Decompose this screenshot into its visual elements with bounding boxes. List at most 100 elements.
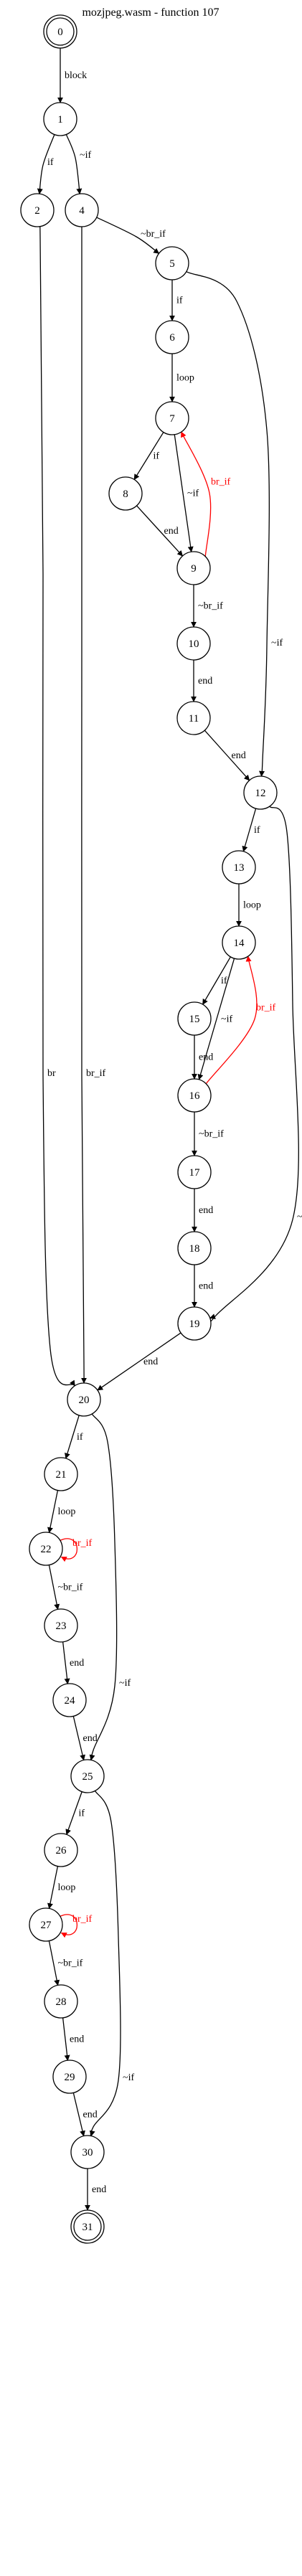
- edge-label-9-10: ~br_if: [198, 601, 223, 612]
- edge-27-28: ~br_if: [48, 1940, 83, 1986]
- node-circle-9: [176, 551, 211, 585]
- edge-27-27: br_if: [60, 1914, 93, 1938]
- edge-label-19-20: end: [143, 1357, 158, 1367]
- node-27: 27: [29, 1907, 63, 1942]
- edge-label-18-19: end: [199, 1281, 213, 1292]
- node-label-4: 4: [79, 205, 85, 217]
- edge-path-9-7: [181, 431, 212, 557]
- edge-25-30: ~if: [89, 1791, 134, 2137]
- node-circle-8: [108, 476, 143, 511]
- edge-label-16-14: br_if: [256, 1003, 276, 1014]
- node-5: 5: [155, 246, 189, 280]
- edge-label-5-6: if: [176, 296, 183, 306]
- node-circle-30: [70, 2135, 105, 2169]
- node-circle-28: [44, 1984, 78, 2019]
- edge-15-16: end: [192, 1034, 213, 1080]
- edge-28-29: end: [62, 2017, 84, 2061]
- edge-30-31: end: [85, 2169, 106, 2211]
- node-label-28: 28: [56, 1996, 67, 2008]
- edge-4-5: ~br_if: [96, 217, 166, 254]
- edge-20-21: if: [65, 1415, 83, 1459]
- node-label-12: 12: [255, 788, 266, 799]
- node-circle-15: [177, 1001, 212, 1036]
- edge-path-22-22: [60, 1538, 77, 1562]
- edge-label-25-30: ~if: [123, 2072, 134, 2083]
- edge-4-20: br_if: [81, 202, 106, 1392]
- node-label-0: 0: [57, 27, 63, 38]
- edge-label-30-31: end: [92, 2184, 106, 2195]
- edge-label-27-28: ~br_if: [58, 1958, 83, 1969]
- node-circle-16: [177, 1078, 212, 1113]
- edge-14-15: if: [202, 956, 231, 1005]
- node-13: 13: [222, 850, 256, 884]
- edge-label-14-16: ~if: [221, 1014, 232, 1025]
- node-label-15: 15: [189, 1014, 200, 1025]
- edge-21-22: loop: [47, 1490, 75, 1534]
- node-circle-19: [177, 1306, 212, 1341]
- edge-label-17-18: end: [199, 1205, 213, 1216]
- edge-path-29-30: [72, 2093, 85, 2137]
- edge-10-11: end: [191, 660, 212, 702]
- node-circle-10: [176, 626, 211, 661]
- edge-label-24-25: end: [83, 1733, 98, 1744]
- node-label-8: 8: [123, 489, 128, 500]
- edge-path-16-14: [205, 956, 258, 1085]
- edge-label-22-22: br_if: [72, 1538, 93, 1549]
- edge-label-5-12: ~if: [271, 638, 283, 648]
- edge-label-28-29: end: [70, 2034, 84, 2045]
- edge-label-25-26: if: [79, 1808, 85, 1819]
- edge-7-9: ~if: [174, 434, 199, 553]
- edge-path-25-30: [89, 1791, 121, 2137]
- edge-label-20-21: if: [77, 1432, 83, 1443]
- edge-label-23-24: end: [70, 1658, 84, 1669]
- node-22: 22: [29, 1532, 63, 1566]
- node-29: 29: [52, 2060, 87, 2094]
- edge-12-19: ~if: [207, 806, 302, 1325]
- edge-7-8: if: [133, 432, 164, 481]
- node-label-24: 24: [65, 1695, 76, 1707]
- node-label-9: 9: [191, 563, 197, 575]
- edge-label-10-11: end: [198, 676, 212, 687]
- node-label-14: 14: [234, 938, 245, 949]
- node-circle-18: [177, 1231, 212, 1265]
- node-label-23: 23: [56, 1620, 67, 1632]
- node-label-5: 5: [169, 258, 175, 270]
- edge-label-12-13: if: [254, 825, 260, 836]
- edge-path-25-26: [65, 1791, 82, 1836]
- node-label-11: 11: [189, 713, 199, 725]
- node-1: 1: [43, 102, 77, 136]
- node-30: 30: [70, 2135, 105, 2169]
- edge-path-1-2: [37, 134, 55, 194]
- edge-path-7-8: [133, 432, 164, 481]
- node-28: 28: [44, 1984, 78, 2019]
- node-circle-17: [177, 1155, 212, 1189]
- node-20: 20: [67, 1382, 101, 1417]
- edges-layer: blockif~ifbr~br_ifbr_ifif~ifloopif~ifend…: [37, 48, 302, 2211]
- edge-path-4-20: [81, 202, 88, 1392]
- node-label-22: 22: [41, 1544, 52, 1555]
- edge-path-2-20: [38, 208, 75, 1387]
- node-0: 0: [43, 14, 77, 49]
- node-15: 15: [177, 1001, 212, 1036]
- edge-26-27: loop: [47, 1866, 75, 1910]
- edge-path-27-28: [48, 1940, 60, 1986]
- edge-path-12-19: [207, 806, 299, 1325]
- edge-25-26: if: [65, 1791, 85, 1836]
- edge-label-6-7: loop: [176, 373, 194, 384]
- node-circle-4: [65, 193, 99, 227]
- node-14: 14: [222, 925, 256, 960]
- edge-path-12-13: [242, 808, 257, 852]
- edge-11-12: end: [204, 730, 250, 781]
- edge-path-28-29: [62, 2017, 70, 2061]
- node-inner-circle-31: [73, 2212, 102, 2241]
- edge-5-6: if: [169, 280, 183, 321]
- edge-path-5-12: [186, 271, 270, 777]
- node-inner-circle-0: [46, 17, 75, 46]
- node-25: 25: [70, 1759, 105, 1793]
- edge-13-14: loop: [236, 883, 261, 927]
- edge-1-4: ~if: [65, 134, 91, 194]
- edge-label-22-23: ~br_if: [58, 1582, 83, 1593]
- node-label-2: 2: [34, 205, 40, 217]
- edge-label-13-14: loop: [243, 900, 261, 911]
